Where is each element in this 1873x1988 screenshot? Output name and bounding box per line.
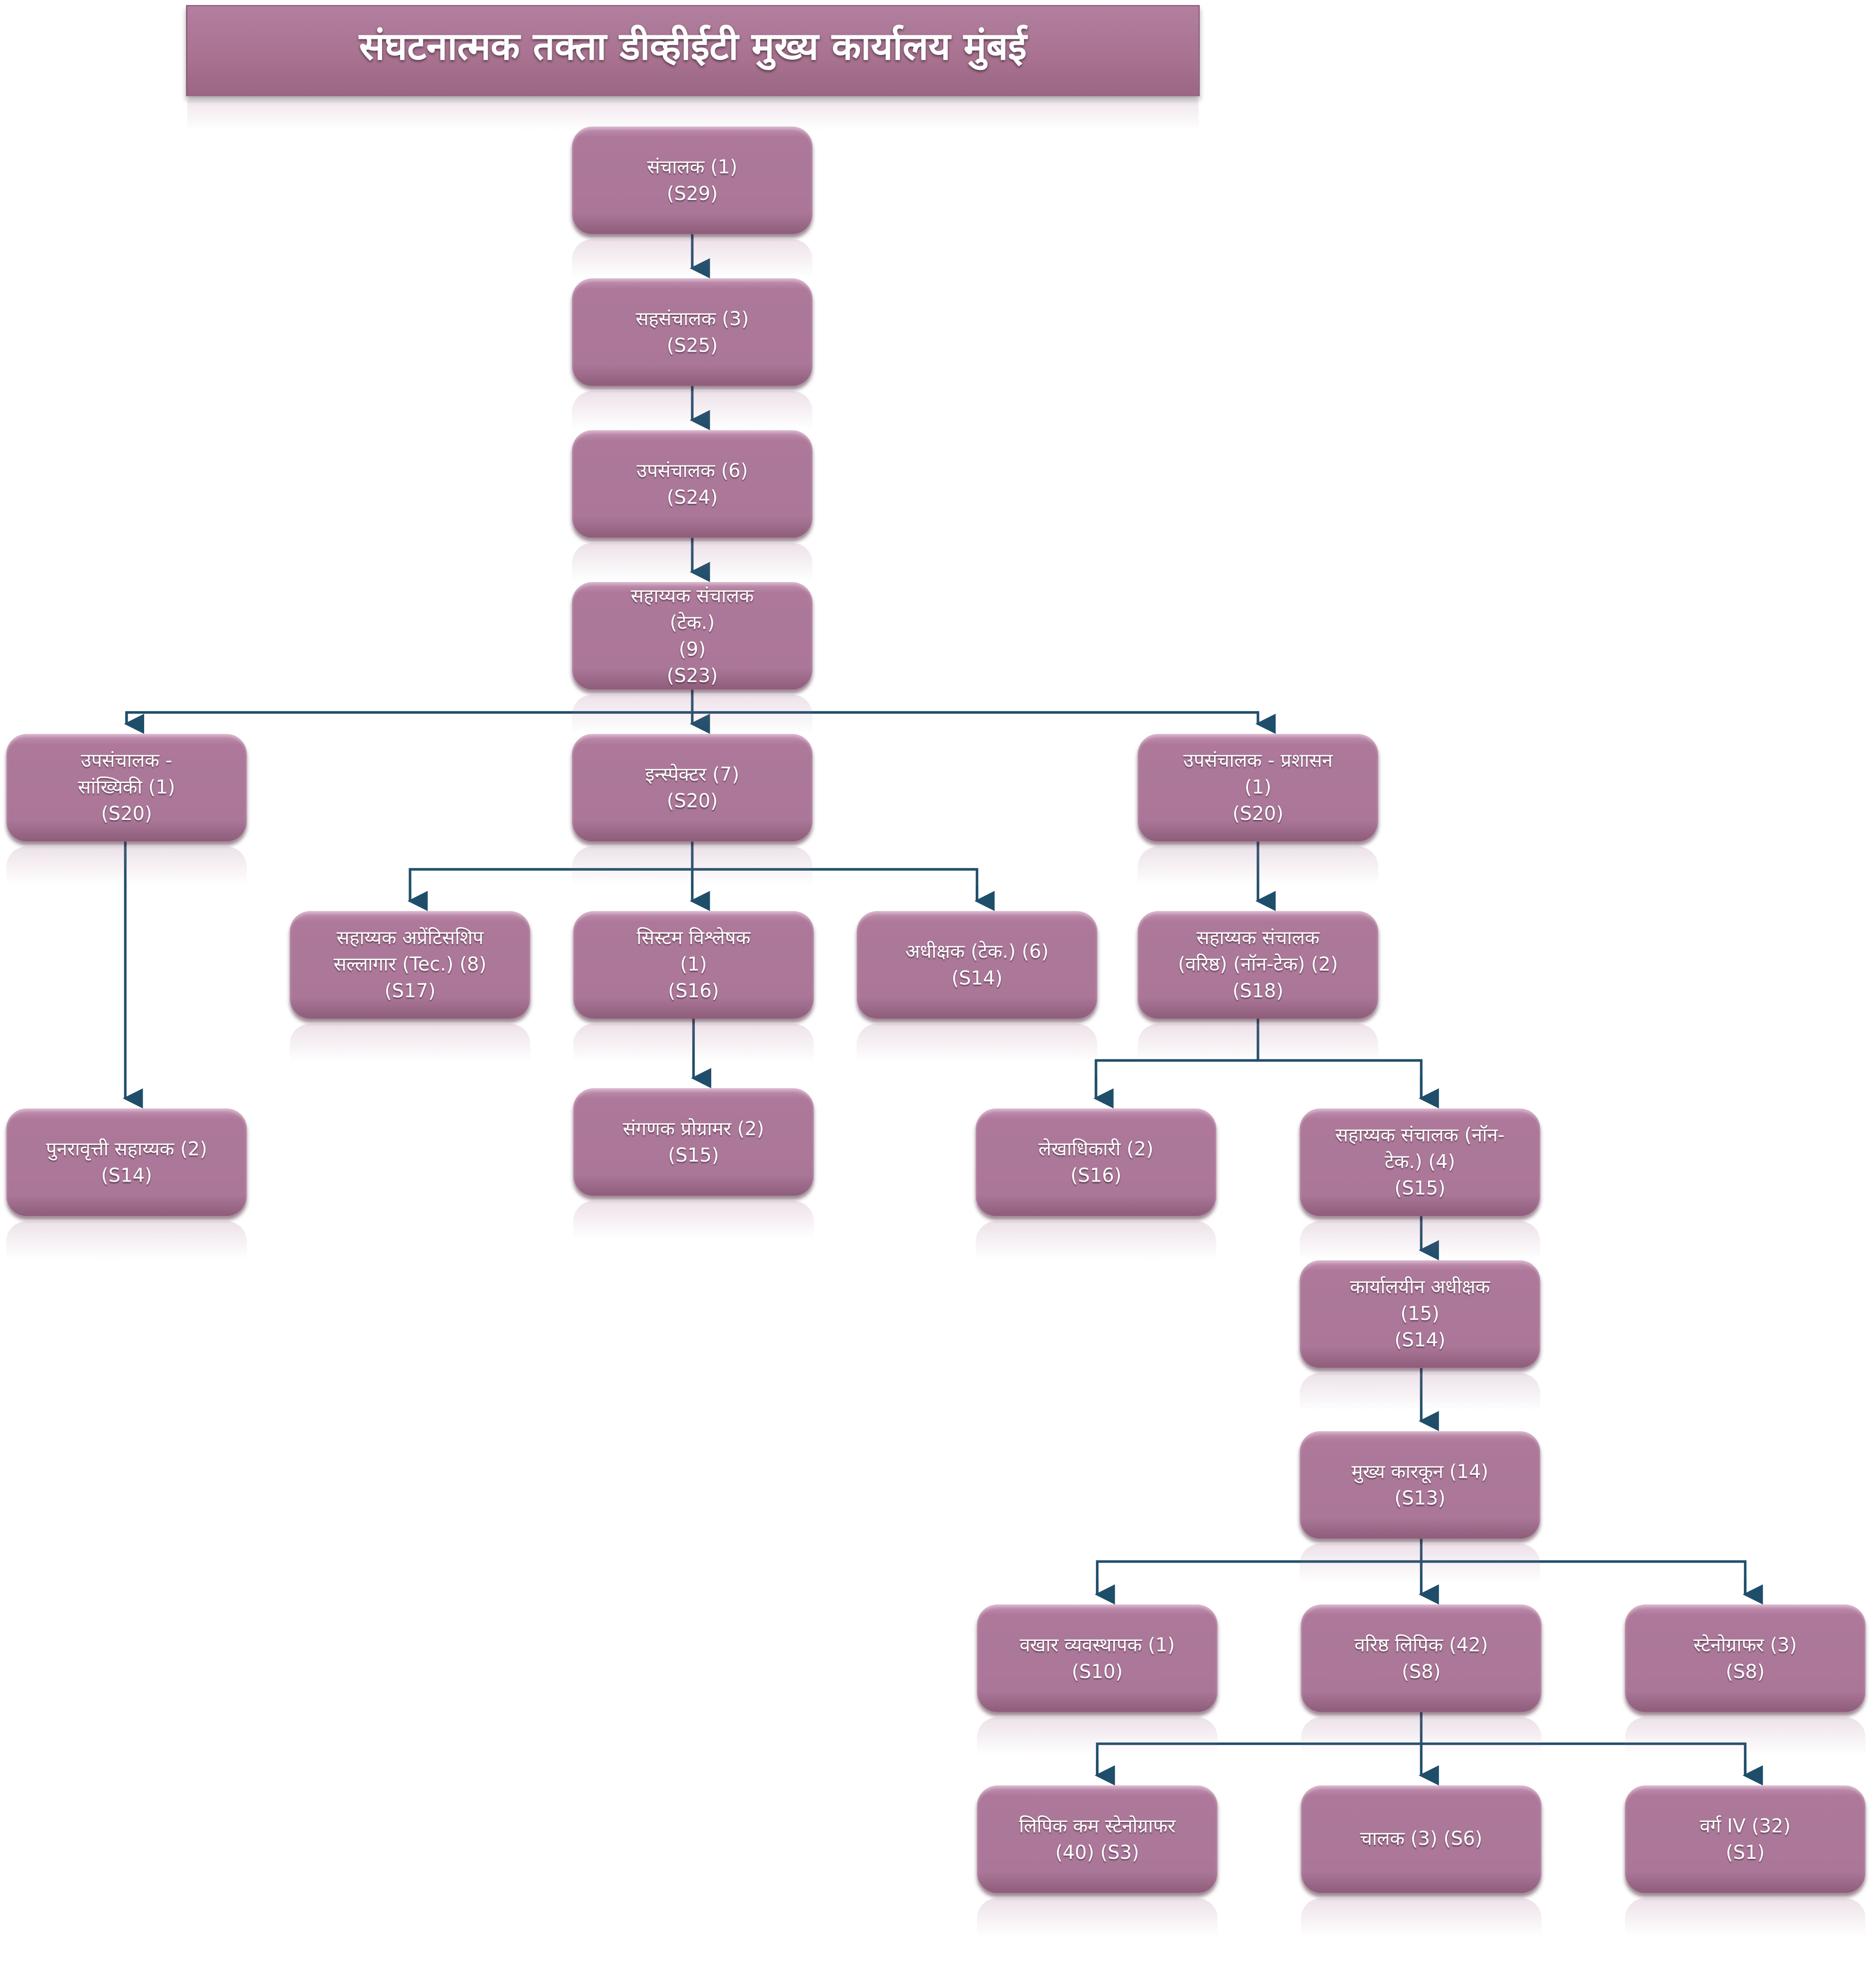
node-count: (1) (680, 953, 707, 976)
node-grade: (S20) (1232, 802, 1284, 825)
node-label: टेक.) (4) (1385, 1150, 1456, 1173)
node-label: स्टेनोग्राफर (3) (1693, 1633, 1797, 1656)
connector (1096, 1560, 1747, 1594)
node-grade: (S24) (666, 485, 718, 508)
node-label: पुनरावृत्ती सहाय्यक (2) (46, 1137, 208, 1160)
node-label: उपसंचालक (6) (636, 458, 748, 482)
node-grade: (S25) (666, 333, 718, 357)
node-count: (15) (1400, 1302, 1440, 1325)
node-grade: (S8) (1725, 1659, 1765, 1683)
node-grade: (S20) (101, 802, 152, 825)
node-clerk-typist: लिपिक कम स्टेनोग्राफर (40) (S3) (977, 1785, 1218, 1936)
node-label: (वरिष्ठ) (नॉन-टेक) (2) (1178, 953, 1338, 976)
node-inspector: इन्स्पेक्टर (7) (S20) (572, 734, 813, 885)
node-director: संचालक (1) (S29) (572, 126, 813, 277)
node-deputy-director: उपसंचालक (6) (S24) (572, 430, 813, 581)
node-label: सिस्टम विश्लेषक (636, 926, 751, 949)
node-grade: (S17) (384, 979, 436, 1002)
node-asst-director-tech: सहाय्यक संचालक (टेक.) (9) (S23) (572, 582, 813, 733)
node-asst-apprenticeship-advisor: सहाय्यक अप्रेंटिसशिप सल्लागार (Tec.) (8) (… (290, 911, 531, 1062)
node-label: उपसंचालक - प्रशासन (1183, 749, 1333, 772)
node-joint-director: सहसंचालक (3) (S25) (572, 278, 813, 429)
node-grade: (S15) (1394, 1177, 1446, 1200)
node-count: (1) (1245, 776, 1271, 798)
node-grade: (S13) (1394, 1486, 1446, 1509)
node-refresher-assistant: पुनरावृत्ती सहाय्यक (2) (S14) (6, 1108, 247, 1259)
node-senior-clerk: वरिष्ठ लिपिक (42) (S8) (1301, 1604, 1542, 1756)
node-label: सहाय्यक संचालक (630, 584, 754, 607)
node-driver: चालक (3) (S6) (1301, 1785, 1542, 1936)
node-grade: (40) (S3) (1055, 1840, 1139, 1864)
node-label: संचालक (1) (647, 155, 738, 178)
node-class-iv: वर्ग IV (32) (S1) (1625, 1785, 1866, 1936)
node-label: लेखाधिकारी (2) (1038, 1137, 1154, 1160)
node-deputy-director-stats: उपसंचालक - सांख्यिकी (1) (S20) (6, 734, 247, 885)
node-stenographer: स्टेनोग्राफर (3) (S8) (1625, 1604, 1866, 1756)
node-label: इन्स्पेक्टर (7) (645, 762, 740, 786)
node-office-superintendent: कार्यालयीन अधीक्षक (15) (S14) (1299, 1260, 1540, 1411)
connector (1096, 1742, 1747, 1776)
node-grade: (S14) (951, 966, 1003, 989)
node-label: सहाय्यक अप्रेंटिसशिप (336, 926, 484, 949)
node-label: अधीक्षक (टेक.) (6) (905, 939, 1049, 963)
node-superintendent-tech: अधीक्षक (टेक.) (6) (S14) (856, 911, 1097, 1062)
node-label: मुख्य कारकून (14) (1351, 1459, 1488, 1483)
node-label: (टेक.) (669, 610, 715, 633)
node-label: वरिष्ठ लिपिक (42) (1354, 1633, 1488, 1656)
node-grade: (S23) (666, 663, 718, 687)
node-asst-director-nontech: सहाय्यक संचालक (नॉन- टेक.) (4) (S15) (1299, 1108, 1540, 1259)
node-asst-director-senior-nontech: सहाय्यक संचालक (वरिष्ठ) (नॉन-टेक) (2) (S18… (1137, 911, 1379, 1062)
node-label: उपसंचालक - (81, 749, 173, 772)
node-computer-programmer: संगणक प्रोग्रामर (2) (S15) (573, 1088, 814, 1239)
node-grade: (S18) (1232, 979, 1284, 1002)
node-label: सहाय्यक संचालक (1196, 926, 1320, 949)
node-grade: (S20) (666, 789, 718, 812)
node-grade: (S1) (1725, 1840, 1765, 1864)
node-label: कार्यालयीन अधीक्षक (1350, 1275, 1490, 1299)
node-deputy-director-admin: उपसंचालक - प्रशासन (1) (S20) (1137, 734, 1379, 885)
node-grade: (S29) (666, 182, 718, 204)
node-label: सांख्यिकी (1) (78, 776, 176, 798)
node-grade: (S15) (668, 1143, 719, 1167)
node-label: संगणक प्रोग्रामर (2) (623, 1117, 764, 1140)
node-head-clerk: मुख्य कारकून (14) (S13) (1299, 1431, 1540, 1582)
connector (409, 868, 979, 901)
node-grade: (S14) (1394, 1329, 1446, 1352)
node-grade: (S10) (1071, 1659, 1123, 1683)
chart-title: संघटनात्मक तक्ता डीव्हीईटी मुख्य कार्याल… (186, 5, 1200, 131)
node-label: सहाय्यक संचालक (नॉन- (1335, 1124, 1505, 1147)
node-system-analyst: सिस्टम विश्लेषक (1) (S16) (573, 911, 814, 1062)
node-label: चालक (3) (S6) (1360, 1827, 1482, 1850)
node-label: सल्लागार (Tec.) (8) (333, 953, 487, 976)
node-grade: (S16) (668, 979, 719, 1002)
node-accounts-officer: लेखाधिकारी (2) (S16) (976, 1108, 1217, 1259)
node-grade: (S8) (1402, 1659, 1441, 1683)
node-grade: (S16) (1070, 1163, 1122, 1187)
node-label: सहसंचालक (3) (635, 307, 749, 330)
node-count: (9) (678, 637, 706, 660)
node-label: वर्ग IV (32) (1699, 1814, 1791, 1837)
node-label: वखार व्यवस्थापक (1) (1020, 1633, 1175, 1656)
node-grade: (S14) (101, 1163, 152, 1187)
node-label: लिपिक कम स्टेनोग्राफर (1019, 1814, 1176, 1837)
node-store-manager: वखार व्यवस्थापक (1) (S10) (977, 1604, 1218, 1756)
